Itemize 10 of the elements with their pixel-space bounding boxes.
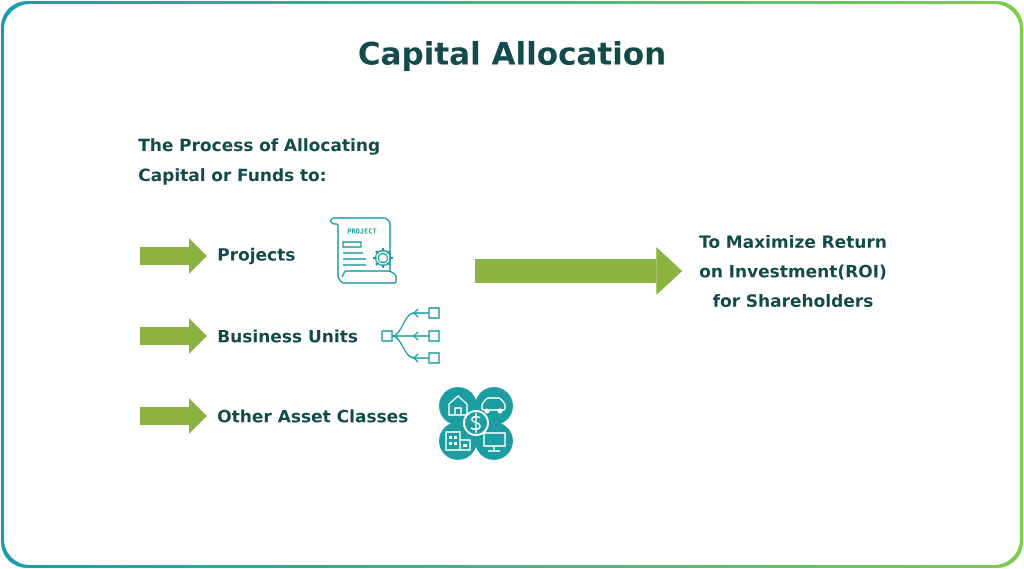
arrow — [140, 318, 207, 354]
item-text: Other Asset Classes — [218, 409, 408, 423]
arrow — [475, 247, 683, 295]
item-text: Business Units — [218, 329, 358, 343]
result-text: To Maximize Return on Investment(ROI) for Shareholders — [699, 234, 886, 308]
heading-text: The Process of Allocating Capital or Funds to: — [138, 138, 379, 185]
arrow — [140, 398, 207, 434]
item-text: Projects — [218, 247, 295, 265]
title: Capital Allocation — [359, 41, 664, 71]
arrow — [140, 238, 207, 274]
